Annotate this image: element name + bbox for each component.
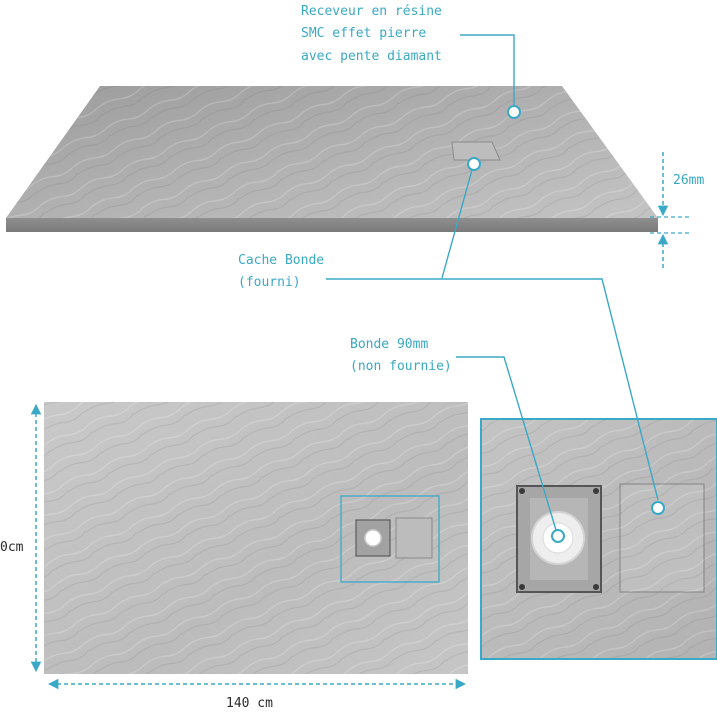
receveur-leader xyxy=(460,34,515,106)
tray-3d-view xyxy=(6,86,658,232)
bonde-leader xyxy=(456,356,557,531)
label-cache-line2: (fourni) xyxy=(238,275,301,290)
label-receveur-line1: Receveur en résine xyxy=(301,4,442,19)
callout-dots xyxy=(467,105,665,543)
plan-drain-cover xyxy=(395,517,433,559)
plan-drain-hole xyxy=(364,529,382,547)
tray-front-edge xyxy=(6,218,658,232)
tray-zoom-view xyxy=(480,418,717,660)
cache-leader-3d xyxy=(441,169,473,279)
label-width-dimension: 140 cm xyxy=(226,696,273,711)
callout-dot-icon xyxy=(551,529,565,543)
callout-leaders xyxy=(326,34,659,531)
cache-leader-zoom xyxy=(326,278,659,501)
zoom-screw-br xyxy=(593,584,599,590)
zoom-screw-tr xyxy=(593,488,599,494)
label-bonde-line1: Bonde 90mm xyxy=(350,337,429,352)
plan-highlight-frame xyxy=(340,495,440,583)
zoom-screw-tl xyxy=(519,488,525,494)
callout-dot-icon xyxy=(507,105,521,119)
label-cache-line1: Cache Bonde xyxy=(238,253,325,268)
label-bonde-line2: (non fournie) xyxy=(350,359,452,374)
label-receveur-line3: avec pente diamant xyxy=(301,49,442,64)
callout-dot-icon xyxy=(467,157,481,171)
label-thickness: 26mm xyxy=(673,173,705,188)
zoom-screw-bl xyxy=(519,584,525,590)
label-receveur-line2: SMC effet pierre xyxy=(301,26,427,41)
tray-top-texture xyxy=(6,86,658,218)
tray-plan-view xyxy=(44,402,468,674)
tray-drain-cover xyxy=(451,141,501,161)
callout-dot-icon xyxy=(651,501,665,515)
label-depth-dimension: 0cm xyxy=(0,540,24,555)
zoom-drain-cover-texture xyxy=(620,484,704,592)
thickness-dimension xyxy=(650,152,690,268)
